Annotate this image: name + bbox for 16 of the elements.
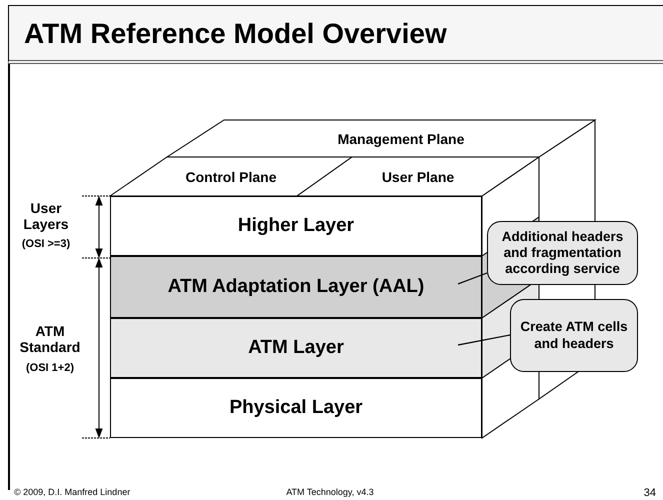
leader-line — [458, 334, 510, 346]
leader-line — [458, 272, 488, 284]
footer-text: ATM Technology, v4.3 — [285, 487, 375, 497]
slide-title: ATM Reference Model Overview — [24, 18, 447, 50]
callout-bubble: Additional headers and fragmentation according service — [487, 221, 638, 285]
layer-box: Physical Layer — [110, 378, 482, 438]
plane-face: Management Plane — [167, 120, 595, 157]
plane-face: Control Plane — [110, 157, 352, 196]
page-number: 34 — [642, 487, 656, 499]
side-label: User Layers — [22, 200, 70, 232]
side-sublabel: (OSI 1+2) — [25, 362, 75, 374]
footer-text: © 2009, D.I. Manfred Lindner — [14, 487, 132, 497]
side-label: ATM Standard — [18, 323, 82, 355]
side-sublabel: (OSI >=3) — [20, 238, 72, 250]
callout-bubble: Create ATM cells and headers — [510, 299, 638, 372]
plane-face: User Plane — [297, 157, 539, 196]
